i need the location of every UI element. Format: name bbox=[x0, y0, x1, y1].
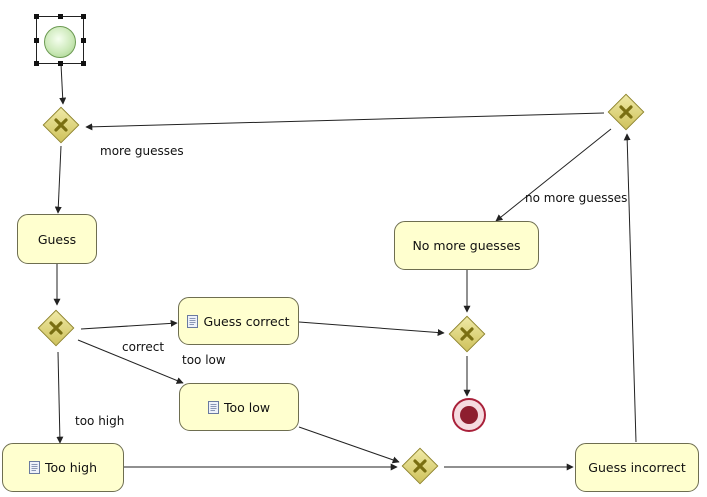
task-no-more-guesses[interactable]: No more guesses bbox=[394, 221, 539, 270]
task-too-high[interactable]: Too high bbox=[2, 443, 124, 492]
flow-gateway2-to-too-high[interactable] bbox=[56, 351, 64, 444]
gateway-to-end[interactable] bbox=[448, 315, 486, 353]
selection-handle[interactable] bbox=[58, 61, 63, 66]
flow-gateway1-to-guess[interactable] bbox=[54, 145, 62, 214]
script-document-icon bbox=[187, 314, 199, 328]
edge-label-correct: correct bbox=[122, 340, 165, 354]
edge-label-too-high: too high bbox=[75, 414, 125, 428]
selection-handle[interactable] bbox=[34, 14, 39, 19]
script-document-icon bbox=[207, 400, 219, 414]
selection-handle[interactable] bbox=[81, 61, 86, 66]
task-too-low[interactable]: Too low bbox=[179, 383, 299, 431]
gateway-incorrect-merge[interactable] bbox=[401, 447, 439, 485]
task-guess-correct[interactable]: Guess correct bbox=[178, 297, 299, 345]
task-label: Too low bbox=[223, 399, 271, 415]
selection-handle[interactable] bbox=[81, 14, 86, 19]
task-label: Guess bbox=[37, 231, 77, 247]
selection-handle[interactable] bbox=[34, 38, 39, 43]
end-event-core bbox=[460, 406, 478, 424]
flow-gateway2-to-too-low[interactable] bbox=[77, 339, 184, 384]
task-label: No more guesses bbox=[412, 238, 521, 253]
flow-gateway3-to-no-more-guesses[interactable] bbox=[495, 128, 612, 222]
selection-handle[interactable] bbox=[81, 38, 86, 43]
task-label: Too high bbox=[44, 460, 98, 475]
task-label: Guess correct bbox=[203, 313, 290, 329]
gateway-check-guesses[interactable] bbox=[607, 93, 645, 131]
edge-label-more-guesses: more guesses bbox=[100, 144, 184, 158]
edge-label-too-low: too low bbox=[182, 353, 226, 367]
flow-guess-correct-to-gateway4[interactable] bbox=[298, 321, 445, 337]
flow-too-low-to-gateway5[interactable] bbox=[298, 426, 400, 464]
flow-gateway3-to-gateway1[interactable] bbox=[85, 112, 605, 131]
gateway-x-icon bbox=[43, 315, 69, 341]
flow-guess-incorrect-to-gateway3[interactable] bbox=[623, 133, 637, 443]
task-guess-incorrect[interactable]: Guess incorrect bbox=[575, 443, 699, 492]
gateway-x-icon bbox=[407, 453, 433, 479]
flow-gateway2-to-guess-correct[interactable] bbox=[80, 319, 178, 330]
gateway-x-icon bbox=[454, 321, 480, 347]
edge-label-no-more-guesses: no more guesses bbox=[525, 191, 628, 205]
selection-handle[interactable] bbox=[34, 61, 39, 66]
task-guess[interactable]: Guess bbox=[17, 214, 97, 264]
start-event-icon[interactable] bbox=[44, 26, 76, 58]
end-event-icon[interactable] bbox=[452, 398, 486, 432]
gateway-guess-result[interactable] bbox=[37, 309, 75, 347]
script-document-icon bbox=[28, 461, 40, 474]
gateway-x-icon bbox=[613, 99, 639, 125]
flow-start-to-gateway1[interactable] bbox=[59, 63, 67, 105]
gateway-x-icon bbox=[48, 112, 74, 138]
task-label: Guess incorrect bbox=[588, 460, 686, 475]
gateway-more-guesses[interactable] bbox=[42, 106, 80, 144]
selection-handle[interactable] bbox=[58, 14, 63, 19]
